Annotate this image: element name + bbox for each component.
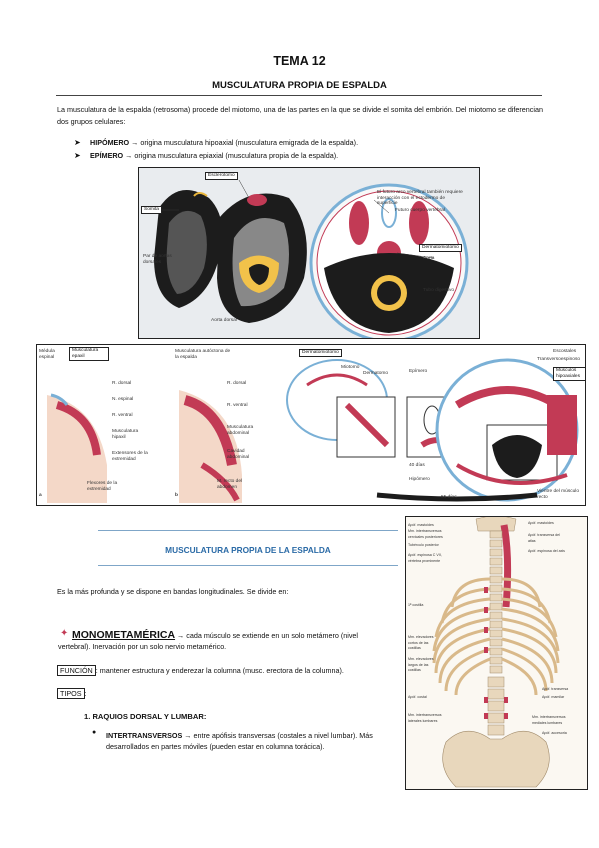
- label-l4: Apóf. espinosa C VII, vértebra prominent…: [408, 553, 442, 563]
- page-title: TEMA 12: [273, 54, 326, 68]
- label-l8: Apóf. costal: [408, 695, 427, 699]
- arrow-icon: →: [125, 151, 133, 160]
- label-musculatura-epaxil: Musculatura epaxil: [69, 347, 109, 361]
- label-n-espinal: N. espinal: [112, 397, 134, 402]
- label-tubo-digestivo: Tubo digestivo: [423, 288, 455, 293]
- mono-desc: cada músculo se extiende en un solo metá…: [58, 631, 359, 651]
- label-escostales: Escostales: [553, 349, 577, 354]
- label-aorta: Aorta: [423, 256, 435, 261]
- figure-spine-drawing: [406, 517, 587, 789]
- label-cavidad-abdominal: Cavidad abdominal: [227, 449, 250, 460]
- page-subtitle: MUSCULATURA PROPIA DE ESPALDA: [212, 80, 387, 91]
- arrow-icon: →: [131, 138, 139, 147]
- bullet-term: HIPÓMERO: [90, 138, 130, 147]
- figure-embryo-drawing: [139, 168, 479, 338]
- label-dermatomiotomo-2: Dermatomiotomo: [299, 349, 342, 357]
- bullet-text: origina musculatura epiaxial (musculatur…: [134, 151, 339, 160]
- label-extensores: Extensores de la extremidad: [112, 451, 148, 462]
- tipos-colon: :: [84, 689, 87, 698]
- label-l9: Mm. intertransversos laterales lumbares: [408, 713, 442, 723]
- label-musc-hipaxil: Musculatura hipaxil: [112, 429, 139, 440]
- label-l7: Mm. elevadores largos de las costillas: [408, 657, 434, 672]
- label-esclerotomo: Esclerotomo: [205, 172, 238, 180]
- funcion-line: FUNCIÓN: mantener estructura y enderezar…: [57, 665, 344, 676]
- label-epimero: Epímero: [409, 369, 428, 374]
- label-r2: Apóf. transversa del atlas: [528, 533, 560, 543]
- arrow-icon: →: [177, 631, 185, 640]
- tipos-line: TIPOS:: [57, 688, 87, 699]
- divider: [56, 95, 542, 96]
- label-l1: Apóf. mastoides: [408, 523, 434, 527]
- label-l5: 1ª costilla: [408, 603, 424, 607]
- bullet-hipomero: ➤ HIPÓMERO → origina musculatura hipoaxi…: [74, 138, 358, 147]
- bullet-dot-icon: ●: [92, 729, 97, 736]
- sub-term: INTERTRANSVERSOS: [106, 731, 183, 740]
- section-title: MUSCULATURA PROPIA DE LA ESPALDA: [165, 545, 331, 555]
- bullet-epimero: ➤ EPÍMERO → origina musculatura epiaxial…: [74, 151, 338, 160]
- label-r-dorsal: R. dorsal: [112, 381, 132, 386]
- label-vientre-musculo-recto: Vientre del músculo recto: [537, 489, 580, 500]
- label-flexores: Flexores de la extremidad: [87, 481, 118, 492]
- label-dermatomo: Dermatomo: [363, 371, 389, 376]
- label-musculos-hipoaxiales: Músculos hipoaxiales: [553, 367, 585, 381]
- label-medula-espinal: Médula espinal: [39, 349, 55, 360]
- intertransversos-block: INTERTRANSVERSOS → entre apófisis transv…: [106, 730, 396, 752]
- label-aorta-dorsal: Aorta dorsal: [211, 318, 237, 323]
- label-futuro-cuerpo: Futuro cuerpo vertebral: [395, 208, 445, 213]
- mono-term: MONOMETAMÉRICA: [72, 629, 176, 641]
- arrow-bullet-icon: ➤: [74, 138, 81, 147]
- label-40-dias: 40 días: [409, 463, 425, 468]
- sub-text: entre apófisis transversas (costales a n…: [106, 731, 373, 751]
- label-l2: Mm. intertransversos cervicales posterio…: [408, 529, 443, 539]
- bullet-text: origina musculatura hipoaxial (musculatu…: [140, 138, 359, 147]
- label-r6: Mm. intertransversos mediales lumbares: [532, 715, 566, 725]
- label-r-ventral: R. ventral: [112, 413, 133, 418]
- label-r4: Apóf. transversa: [542, 687, 569, 691]
- section-intro: Es la más profunda y se dispone en banda…: [57, 587, 289, 596]
- label-r3: Apóf. espinosa del axis: [528, 549, 565, 553]
- monometamerica-block: MONOMETAMÉRICA → cada músculo se extiend…: [58, 630, 388, 652]
- label-miotomo: Miotomo: [341, 365, 360, 370]
- label-hipomero: Hipómero: [409, 477, 430, 482]
- section-line-top: [98, 530, 398, 531]
- arrow-icon: →: [184, 731, 192, 740]
- label-somita: Somita: [141, 206, 162, 214]
- label-r-dorsal-b: R. dorsal: [227, 381, 247, 386]
- label-m-recto: M. recto del abdomen: [217, 479, 243, 490]
- numbered-item-raquios: 1. RAQUIOS DORSAL Y LUMBAR:: [84, 712, 207, 721]
- label-55-dias: 55 días: [441, 495, 457, 500]
- label-par-aortas: Par de aortas dorsales: [143, 254, 172, 265]
- section-line-bottom: [98, 565, 398, 566]
- figure-spine-ribcage: Apóf. mastoides Apóf. transversa del atl…: [405, 516, 588, 790]
- label-l3: Tubérculo posterior: [408, 543, 439, 547]
- label-futuro-arco: El futuro arco vertebral también requier…: [377, 190, 463, 206]
- label-transversoespinoso: Transversoespinoso: [537, 357, 581, 362]
- bullet-term: EPÍMERO: [90, 151, 124, 160]
- label-l6: Mm. elevadores cortos de las costillas: [408, 635, 434, 650]
- label-dermatomiotomo: Dermatomiotomo: [419, 244, 462, 252]
- label-panel-b: b: [175, 493, 178, 498]
- funcion-text: : mantener estructura y enderezar la col…: [95, 666, 344, 675]
- figure-muscle-development: Médula espinal Musculatura epaxil R. dor…: [36, 344, 586, 506]
- label-r5: Apóf. mamilar: [542, 695, 565, 699]
- four-point-star-icon: ✦: [60, 628, 69, 639]
- intro-paragraph: La musculatura de la espalda (retrosoma)…: [57, 105, 543, 126]
- label-r7: Apóf. accesoria: [542, 731, 567, 735]
- label-musc-abdominal: Musculatura abdominal: [227, 425, 254, 436]
- label-r-ventral-b: R. ventral: [227, 403, 248, 408]
- label-r1: Apóf. mastoides: [528, 521, 554, 525]
- tipos-label: TIPOS: [57, 688, 85, 699]
- arrow-bullet-icon: ➤: [74, 151, 81, 160]
- figure-muscle-drawing: [47, 358, 579, 503]
- label-musc-autoctona: Musculatura autóctona de la espalda: [175, 349, 231, 360]
- label-panel-a: a: [39, 493, 42, 498]
- funcion-label: FUNCIÓN: [57, 665, 96, 676]
- figure-embryo-sections: Esclerotomo Somita Par de aortas dorsale…: [138, 167, 480, 339]
